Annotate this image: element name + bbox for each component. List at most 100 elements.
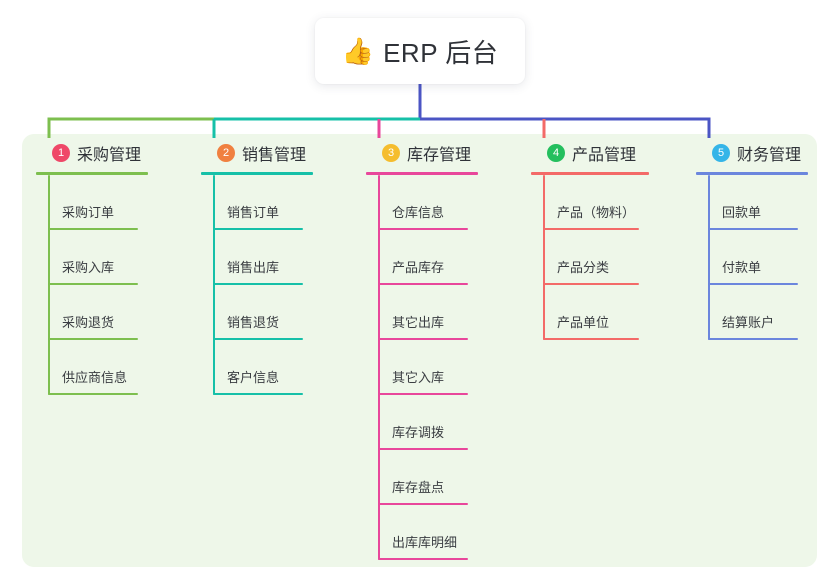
list-item[interactable]: 销售退货 — [201, 285, 313, 340]
list-item[interactable]: 结算账户 — [696, 285, 808, 340]
column-header-rule — [366, 172, 478, 175]
column-header-rule — [201, 172, 313, 175]
list-item-label: 库存盘点 — [392, 480, 445, 495]
column-title-label: 销售管理 — [242, 147, 307, 164]
list-item-label: 产品库存 — [392, 260, 445, 275]
column-badge-3: 3 — [382, 144, 400, 162]
list-item-label: 结算账户 — [722, 315, 775, 330]
list-item-rule — [213, 283, 303, 285]
list-item-label: 仓库信息 — [392, 205, 445, 220]
list-item-label: 供应商信息 — [62, 370, 128, 385]
list-item-label: 付款单 — [722, 260, 762, 275]
list-item-label: 采购退货 — [62, 315, 115, 330]
column-badge-4: 4 — [547, 144, 565, 162]
diagram-background-panel — [22, 134, 817, 567]
list-item-label: 采购入库 — [62, 260, 115, 275]
column-item-list: 产品（物料） 产品分类产品单位 — [531, 175, 649, 340]
column-badge-2: 2 — [217, 144, 235, 162]
list-item-rule — [378, 283, 468, 285]
list-item-label: 产品单位 — [557, 315, 610, 330]
list-item-rule — [378, 503, 468, 505]
list-item-label: 客户信息 — [227, 370, 280, 385]
list-item[interactable]: 仓库信息 — [366, 175, 478, 230]
column-badge-5: 5 — [712, 144, 730, 162]
column-item-list: 采购订单采购入库采购退货供应商信息 — [36, 175, 148, 395]
list-item[interactable]: 客户信息 — [201, 340, 313, 395]
list-item[interactable]: 产品库存 — [366, 230, 478, 285]
list-item-rule — [708, 338, 798, 340]
column-title-label: 财务管理 — [737, 147, 802, 164]
column-header-rule — [531, 172, 649, 175]
column-spine — [48, 175, 50, 395]
list-item-label: 出库库明细 — [392, 535, 458, 550]
list-item[interactable]: 采购退货 — [36, 285, 148, 340]
column-header-2[interactable]: 2 销售管理 — [201, 140, 313, 166]
list-item-rule — [708, 228, 798, 230]
column-采购管理: 1 采购管理采购订单采购入库采购退货供应商信息 — [36, 140, 148, 395]
list-item-label: 产品分类 — [557, 260, 610, 275]
list-item-rule — [213, 338, 303, 340]
column-产品管理: 4 产品管理产品（物料） 产品分类产品单位 — [531, 140, 649, 340]
list-item-rule — [378, 558, 468, 560]
list-item[interactable]: 产品分类 — [531, 230, 649, 285]
list-item-label: 其它出库 — [392, 315, 445, 330]
list-item-label: 库存调拨 — [392, 425, 445, 440]
column-spine — [213, 175, 215, 395]
list-item-label: 采购订单 — [62, 205, 115, 220]
list-item[interactable]: 库存盘点 — [366, 450, 478, 505]
column-title-label: 产品管理 — [572, 147, 637, 164]
list-item-rule — [378, 338, 468, 340]
thumbs-up-icon: 👍 — [341, 36, 375, 66]
column-header-3[interactable]: 3 库存管理 — [366, 140, 478, 166]
column-header-5[interactable]: 5 财务管理 — [696, 140, 808, 166]
list-item[interactable]: 其它出库 — [366, 285, 478, 340]
list-item-rule — [543, 338, 639, 340]
list-item-label: 销售出库 — [227, 260, 280, 275]
list-item[interactable]: 其它入库 — [366, 340, 478, 395]
list-item[interactable]: 回款单 — [696, 175, 808, 230]
list-item-rule — [378, 448, 468, 450]
list-item-label: 销售订单 — [227, 205, 280, 220]
list-item[interactable]: 采购入库 — [36, 230, 148, 285]
list-item-rule — [48, 283, 138, 285]
list-item[interactable]: 供应商信息 — [36, 340, 148, 395]
list-item[interactable]: 产品单位 — [531, 285, 649, 340]
list-item-rule — [543, 228, 639, 230]
column-item-list: 回款单付款单结算账户 — [696, 175, 808, 340]
column-title-label: 库存管理 — [407, 147, 472, 164]
column-header-1[interactable]: 1 采购管理 — [36, 140, 148, 166]
column-spine — [378, 175, 380, 560]
column-spine — [543, 175, 545, 340]
list-item-rule — [213, 393, 303, 395]
column-header-4[interactable]: 4 产品管理 — [531, 140, 649, 166]
list-item-rule — [213, 228, 303, 230]
list-item-rule — [708, 283, 798, 285]
column-spine — [708, 175, 710, 340]
root-node-erp-backend[interactable]: 👍 ERP 后台 — [315, 18, 525, 84]
list-item-rule — [378, 228, 468, 230]
column-header-rule — [696, 172, 808, 175]
list-item[interactable]: 产品（物料） — [531, 175, 649, 230]
list-item[interactable]: 付款单 — [696, 230, 808, 285]
list-item-rule — [378, 393, 468, 395]
root-node-title: ERP 后台 — [383, 37, 499, 68]
list-item[interactable]: 采购订单 — [36, 175, 148, 230]
column-header-rule — [36, 172, 148, 175]
list-item-rule — [48, 228, 138, 230]
column-item-list: 仓库信息产品库存其它出库其它入库库存调拨库存盘点出库库明细 — [366, 175, 478, 560]
list-item-rule — [48, 393, 138, 395]
list-item-rule — [543, 283, 639, 285]
column-销售管理: 2 销售管理销售订单销售出库销售退货客户信息 — [201, 140, 313, 395]
list-item[interactable]: 销售订单 — [201, 175, 313, 230]
list-item-label: 其它入库 — [392, 370, 445, 385]
list-item[interactable]: 销售出库 — [201, 230, 313, 285]
list-item-rule — [48, 338, 138, 340]
column-item-list: 销售订单销售出库销售退货客户信息 — [201, 175, 313, 395]
column-title-label: 采购管理 — [77, 147, 142, 164]
list-item[interactable]: 出库库明细 — [366, 505, 478, 560]
list-item[interactable]: 库存调拨 — [366, 395, 478, 450]
column-badge-1: 1 — [52, 144, 70, 162]
column-库存管理: 3 库存管理仓库信息产品库存其它出库其它入库库存调拨库存盘点出库库明细 — [366, 140, 478, 560]
